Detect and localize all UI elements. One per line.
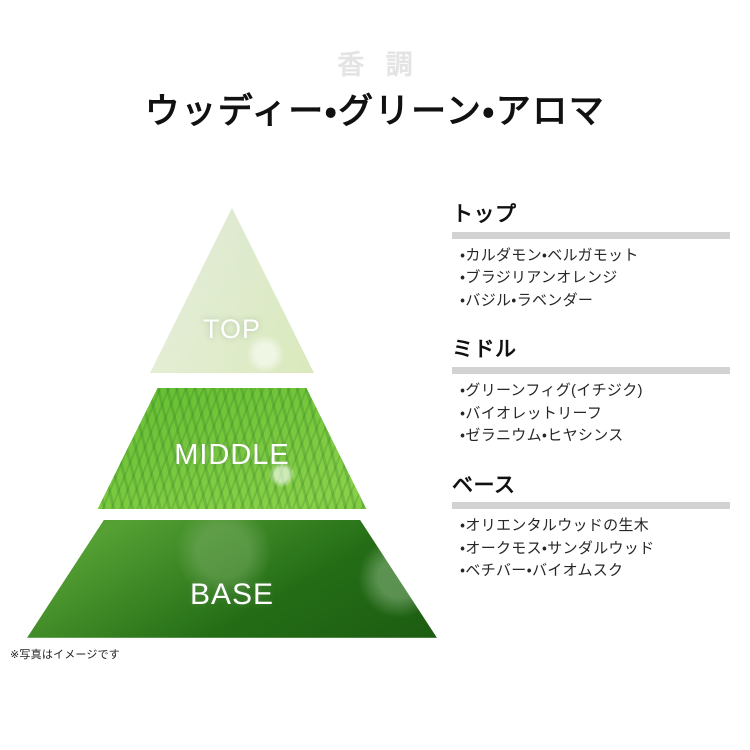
leaf-photo-texture-middle-icon [97,388,367,509]
leaf-photo-texture-base-icon [26,520,438,638]
kicker-label: 香 調 [337,50,420,80]
note-list-base: ・オリエンタルウッドの生木 ・オークモス・サンダルウッド ・ベチバー・バイオムス… [452,515,736,583]
note-heading-base: ベース [452,473,516,497]
pyramid-layer-base: BASE [26,520,438,638]
list-item: ・ゼラニウム・ヒヤシンス [460,427,624,445]
list-item: ・ブラジリアンオレンジ [460,269,618,287]
note-section-base: ベース ・オリエンタルウッドの生木 ・オークモス・サンダルウッド ・ベチバー・バ… [452,474,736,583]
list-item: ・オリエンタルウッドの生木 [460,517,650,535]
pyramid-layer-top: TOP [150,208,314,373]
note-rule-middle [452,367,730,375]
list-item: ・カルダモン・ベルガモット [460,246,639,264]
pyramid-layer-middle: MIDDLE [97,388,367,509]
note-section-top: トップ ・カルダモン・ベルガモット ・ブラジリアンオレンジ ・バジル・ラベンダー [452,203,736,312]
note-section-middle: ミドル ・グリーンフィグ(イチジク) ・バイオレットリーフ ・ゼラニウム・ヒヤシ… [452,338,736,447]
fragrance-pyramid: TOP MIDDLE BASE [24,208,440,638]
note-heading-top: トップ [452,203,517,226]
note-rule-top [452,231,730,239]
note-heading-middle: ミドル [452,338,517,362]
note-list-middle: ・グリーンフィグ(イチジク) ・バイオレットリーフ ・ゼラニウム・ヒヤシンス [452,380,736,448]
list-item: ・ベチバー・バイオムスク [460,562,624,580]
list-item: ・グリーンフィグ(イチジク) [460,382,643,400]
photo-disclaimer: ※写真はイメージです [10,649,120,661]
leaf-photo-texture-top-icon [150,208,314,373]
page-header: 香 調 ウッディー・グリーン・アロマ [0,0,750,132]
list-item: ・バイオレットリーフ [460,404,603,422]
note-list-top: ・カルダモン・ベルガモット ・ブラジリアンオレンジ ・バジル・ラベンダー [452,245,736,313]
page-title: ウッディー・グリーン・アロマ [144,92,606,131]
note-rule-base [452,502,730,510]
list-item: ・オークモス・サンダルウッド [460,539,655,557]
notes-panel: トップ ・カルダモン・ベルガモット ・ブラジリアンオレンジ ・バジル・ラベンダー… [452,203,736,583]
list-item: ・バジル・ラベンダー [460,291,594,309]
